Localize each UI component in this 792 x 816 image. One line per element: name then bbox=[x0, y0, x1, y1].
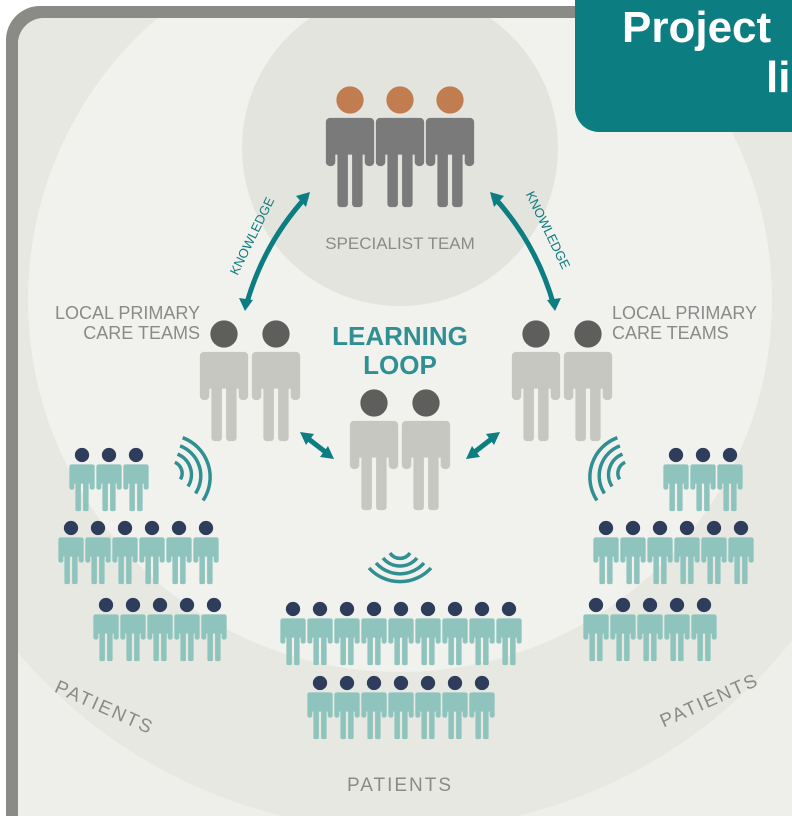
patient-person-icon bbox=[469, 675, 495, 740]
patient-person-icon bbox=[388, 601, 414, 666]
loop-arrow-right-head-a bbox=[486, 432, 500, 445]
patient-person-icon bbox=[307, 601, 333, 666]
patient-person-icon bbox=[166, 520, 192, 585]
patient-person-icon bbox=[415, 601, 441, 666]
patient-person-icon bbox=[307, 675, 333, 740]
patient-person-icon bbox=[361, 601, 387, 666]
signal-waves-center-icon bbox=[367, 551, 433, 584]
primary-care-person-icon bbox=[251, 320, 301, 442]
patient-person-icon bbox=[647, 520, 673, 585]
specialist-person-icon bbox=[425, 86, 475, 208]
local-primary-left-line1: LOCAL PRIMARY bbox=[55, 303, 200, 323]
patient-groups bbox=[58, 447, 754, 740]
signal-waves-left-icon bbox=[174, 436, 212, 502]
patient-person-icon bbox=[193, 520, 219, 585]
knowledge-arrow-right-head-top bbox=[490, 192, 504, 207]
patient-person-icon bbox=[112, 520, 138, 585]
patient-person-icon bbox=[361, 675, 387, 740]
patient-person-icon bbox=[388, 675, 414, 740]
specialist-team-figures bbox=[325, 86, 475, 208]
patient-person-icon bbox=[691, 597, 717, 662]
patient-person-icon bbox=[496, 601, 522, 666]
loop-arrow-left-head-a bbox=[300, 432, 314, 445]
patient-person-icon bbox=[593, 520, 619, 585]
patient-person-icon bbox=[334, 601, 360, 666]
patient-person-icon bbox=[58, 520, 84, 585]
patient-person-icon bbox=[701, 520, 727, 585]
learning-loop-line1: LEARNING bbox=[332, 321, 468, 351]
loop-arrow-left-head-b bbox=[320, 446, 334, 459]
patient-person-icon bbox=[93, 597, 119, 662]
title-line-2: li bbox=[766, 53, 790, 102]
patients-label-center: PATIENTS bbox=[347, 775, 453, 796]
specialist-person-icon bbox=[325, 86, 375, 208]
patient-person-icon bbox=[583, 597, 609, 662]
center-team-person-icon bbox=[349, 389, 399, 511]
patient-person-icon bbox=[469, 601, 495, 666]
patient-person-icon bbox=[728, 520, 754, 585]
patient-person-icon bbox=[620, 520, 646, 585]
knowledge-arrow-right bbox=[491, 194, 557, 307]
knowledge-arrow-left-head-top bbox=[296, 192, 310, 207]
local-primary-right-line2: CARE TEAMS bbox=[612, 323, 729, 343]
patient-person-icon bbox=[123, 447, 149, 512]
primary-care-person-icon bbox=[199, 320, 249, 442]
patient-person-icon bbox=[442, 601, 468, 666]
patient-person-icon bbox=[120, 597, 146, 662]
local-primary-left-line2: CARE TEAMS bbox=[83, 323, 200, 343]
patient-person-icon bbox=[139, 520, 165, 585]
patient-person-icon bbox=[664, 597, 690, 662]
patient-person-icon bbox=[717, 447, 743, 512]
signal-waves-right-icon bbox=[588, 436, 626, 502]
center-team-person-icon bbox=[401, 389, 451, 511]
patient-person-icon bbox=[85, 520, 111, 585]
patient-person-icon bbox=[637, 597, 663, 662]
patient-person-icon bbox=[610, 597, 636, 662]
primary-care-person-icon bbox=[511, 320, 561, 442]
title-banner bbox=[575, 0, 792, 132]
patient-person-icon bbox=[201, 597, 227, 662]
learning-loop-line2: LOOP bbox=[363, 350, 437, 380]
knowledge-arrow-left-head-bottom bbox=[239, 298, 253, 311]
patient-person-icon bbox=[280, 601, 306, 666]
knowledge-arrow-left bbox=[243, 194, 309, 307]
patient-person-icon bbox=[69, 447, 95, 512]
patient-person-icon bbox=[442, 675, 468, 740]
specialist-person-icon bbox=[375, 86, 425, 208]
patient-person-icon bbox=[174, 597, 200, 662]
specialist-team-label: SPECIALIST TEAM bbox=[325, 234, 475, 253]
patient-person-icon bbox=[663, 447, 689, 512]
primary-care-person-icon bbox=[563, 320, 613, 442]
patient-person-icon bbox=[96, 447, 122, 512]
primary-care-figures bbox=[199, 320, 613, 511]
knowledge-arrow-right-head-bottom bbox=[547, 298, 561, 311]
patient-person-icon bbox=[415, 675, 441, 740]
patient-person-icon bbox=[147, 597, 173, 662]
patient-person-icon bbox=[334, 675, 360, 740]
patient-person-icon bbox=[690, 447, 716, 512]
loop-arrow-right-head-b bbox=[466, 446, 480, 459]
local-primary-right-line1: LOCAL PRIMARY bbox=[612, 303, 757, 323]
title-line-1: Project bbox=[622, 3, 772, 52]
patient-person-icon bbox=[674, 520, 700, 585]
